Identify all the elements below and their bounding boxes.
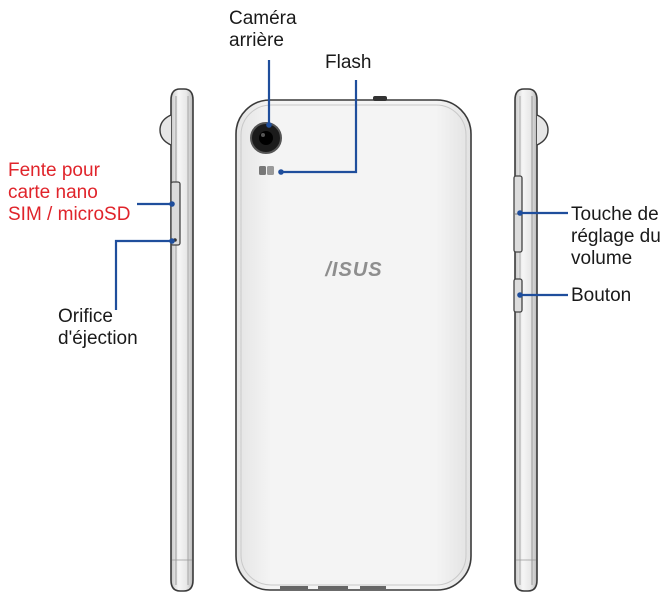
power-button-label: Bouton (571, 285, 632, 306)
card-tray (170, 181, 181, 246)
volume-key-label: Touche de réglage du volume (571, 204, 661, 269)
headphone-jack (373, 96, 387, 101)
flash-leader (281, 80, 358, 174)
right-side-view (513, 88, 549, 592)
left-side-view (159, 88, 194, 592)
bottom-grille (280, 586, 386, 589)
rear-camera-label: Caméra arrière (229, 8, 297, 51)
leader-lines (114, 60, 568, 310)
flash-led (259, 166, 274, 175)
eject-hole-label: Orifice d'éjection (58, 306, 138, 349)
card-slot-label: Fente pour carte nano SIM / microSD (8, 160, 131, 225)
brand-logo: /ISUS (324, 259, 382, 281)
flash-label: Flash (325, 52, 372, 73)
eject-hole-leader (114, 239, 172, 310)
left-camera-bump (159, 114, 172, 146)
back-view: /ISUS (235, 96, 472, 591)
right-camera-bump (536, 114, 549, 146)
